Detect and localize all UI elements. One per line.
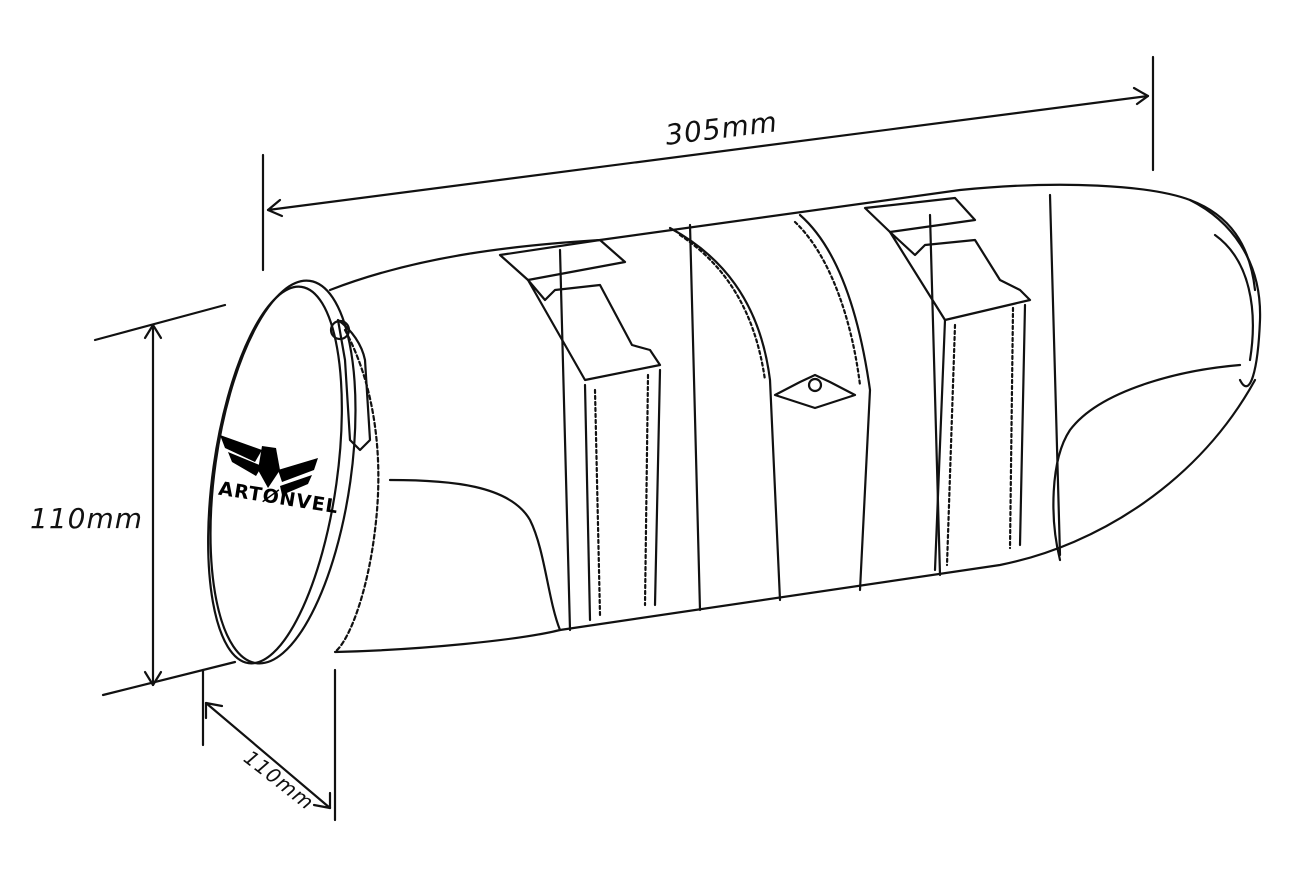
height-label: 110mm [30, 502, 143, 535]
bag-body [328, 183, 1262, 654]
depth-dimension-line [201, 668, 337, 822]
length-dimension-line [261, 55, 1155, 272]
strap-left [498, 223, 702, 632]
strap-right [863, 193, 1062, 577]
center-band [668, 213, 872, 602]
height-dimension-line [93, 303, 237, 697]
end-cap [207, 279, 380, 665]
brand-logo-icon [220, 435, 318, 495]
